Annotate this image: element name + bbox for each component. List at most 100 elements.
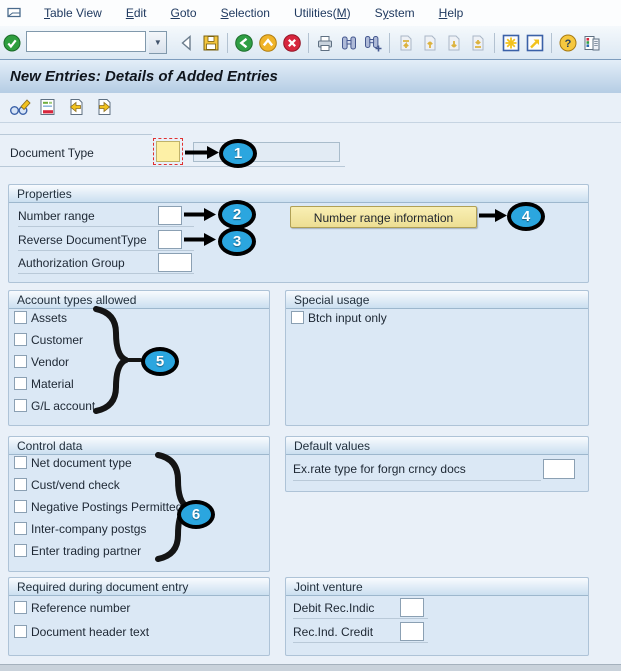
next-entry-icon[interactable] <box>90 95 118 119</box>
menu-selection[interactable]: Selection <box>220 6 270 20</box>
window-bottom-edge <box>0 664 621 671</box>
vendor-label: Vendor <box>31 355 70 369</box>
first-page-icon[interactable] <box>394 32 418 54</box>
document-header-text-checkbox[interactable] <box>14 625 27 638</box>
menu-goto[interactable]: Goto <box>170 6 197 20</box>
annotation-2: 2 <box>218 200 256 229</box>
default-values-header: Default values <box>286 437 588 455</box>
exrate-type-label: Ex.rate type for forgn crncy docs <box>293 462 466 476</box>
divider <box>18 273 194 274</box>
command-field-dropdown-icon[interactable]: ▼ <box>149 31 168 54</box>
assets-checkbox[interactable] <box>14 311 27 324</box>
create-shortcut-icon[interactable] <box>523 32 547 54</box>
batch-input-only-label: Btch input only <box>308 311 387 325</box>
annotation-brace <box>93 306 128 414</box>
required-entry-header: Required during document entry <box>9 578 269 596</box>
cust-vend-check-checkbox[interactable] <box>14 478 27 491</box>
annotation-arrow <box>184 208 216 221</box>
exrate-type-input[interactable] <box>543 459 575 479</box>
assets-label: Assets <box>31 311 68 325</box>
annotation-1: 1 <box>219 139 257 168</box>
negative-postings-checkbox[interactable] <box>14 500 27 513</box>
net-document-type-label: Net document type <box>31 456 132 470</box>
joint-venture-groupbox: Joint venture <box>285 577 589 656</box>
change-display-icon[interactable] <box>6 95 34 119</box>
debit-rec-indic-input[interactable] <box>400 598 424 617</box>
system-menu-icon[interactable] <box>6 5 22 21</box>
reverse-document-type-input[interactable] <box>158 230 182 249</box>
joint-venture-header: Joint venture <box>286 578 588 596</box>
overview-icon[interactable] <box>34 95 62 119</box>
save-icon[interactable] <box>199 32 223 54</box>
divider <box>18 226 194 227</box>
menu-table-view[interactable]: Table View <box>44 6 102 20</box>
divider <box>18 250 194 251</box>
menu-bar: Table View Edit Goto Selection Utilities… <box>0 0 621 26</box>
gl-account-checkbox[interactable] <box>14 399 27 412</box>
number-range-label: Number range <box>18 209 95 223</box>
previous-entry-icon[interactable] <box>62 95 90 119</box>
vendor-checkbox[interactable] <box>14 355 27 368</box>
find-next-icon[interactable] <box>361 32 385 54</box>
debit-rec-indic-label: Debit Rec.Indic <box>293 601 375 615</box>
standard-toolbar: ▼ <box>0 26 621 60</box>
enter-trading-partner-label: Enter trading partner <box>31 544 142 558</box>
rec-ind-credit-label: Rec.Ind. Credit <box>293 625 374 639</box>
toolbar-separator <box>551 32 553 53</box>
toolbar-separator <box>227 32 229 53</box>
rec-ind-credit-input[interactable] <box>400 622 424 641</box>
reference-number-checkbox[interactable] <box>14 601 27 614</box>
net-document-type-checkbox[interactable] <box>14 456 27 469</box>
exit-icon[interactable] <box>256 32 280 54</box>
previous-page-icon[interactable] <box>418 32 442 54</box>
annotation-connector <box>126 358 142 362</box>
print-icon[interactable] <box>313 32 337 54</box>
next-page-icon[interactable] <box>442 32 466 54</box>
find-icon[interactable] <box>337 32 361 54</box>
special-usage-groupbox: Special usage <box>285 290 589 426</box>
control-data-header: Control data <box>9 437 269 455</box>
reverse-document-type-label: Reverse DocumentType <box>18 233 147 247</box>
enter-trading-partner-checkbox[interactable] <box>14 544 27 557</box>
annotation-arrow <box>479 209 507 222</box>
material-label: Material <box>31 377 74 391</box>
back-icon[interactable] <box>232 32 256 54</box>
inter-company-postgs-label: Inter-company postgs <box>31 522 147 536</box>
customize-layout-icon[interactable] <box>580 32 604 54</box>
cancel-icon[interactable] <box>280 32 304 54</box>
document-header-text-label: Document header text <box>31 625 150 639</box>
menu-system[interactable]: System <box>374 6 415 20</box>
menu-utilities[interactable]: Utilities(M) <box>293 6 351 20</box>
divider <box>293 642 428 643</box>
annotation-arrow <box>184 233 216 246</box>
number-range-information-button[interactable]: Number range information <box>290 206 477 228</box>
application-toolbar <box>0 92 621 123</box>
number-range-input[interactable] <box>158 206 182 225</box>
menu-help[interactable]: Help <box>438 6 464 20</box>
command-field[interactable] <box>26 31 146 52</box>
toolbar-separator <box>494 32 496 53</box>
cust-vend-check-label: Cust/vend check <box>31 478 120 492</box>
menu-edit[interactable]: Edit <box>125 6 147 20</box>
account-types-header: Account types allowed <box>9 291 269 309</box>
title-bar: New Entries: Details of Added Entries <box>0 59 621 93</box>
material-checkbox[interactable] <box>14 377 27 390</box>
toolbar-separator <box>308 32 310 53</box>
batch-input-only-checkbox[interactable] <box>291 311 304 324</box>
enter-icon[interactable] <box>0 32 24 54</box>
divider <box>293 480 541 481</box>
document-type-label: Document Type <box>10 146 94 160</box>
navigate-back-icon[interactable] <box>175 32 199 54</box>
control-data-groupbox: Control data <box>8 436 270 572</box>
new-session-icon[interactable] <box>499 32 523 54</box>
required-entry-groupbox: Required during document entry <box>8 577 270 656</box>
last-page-icon[interactable] <box>466 32 490 54</box>
document-type-input[interactable] <box>153 138 183 165</box>
page-title: New Entries: Details of Added Entries <box>10 68 278 85</box>
authorization-group-input[interactable] <box>158 253 192 272</box>
help-icon[interactable]: ? <box>556 32 580 54</box>
divider <box>0 134 152 135</box>
customer-checkbox[interactable] <box>14 333 27 346</box>
inter-company-postgs-checkbox[interactable] <box>14 522 27 535</box>
